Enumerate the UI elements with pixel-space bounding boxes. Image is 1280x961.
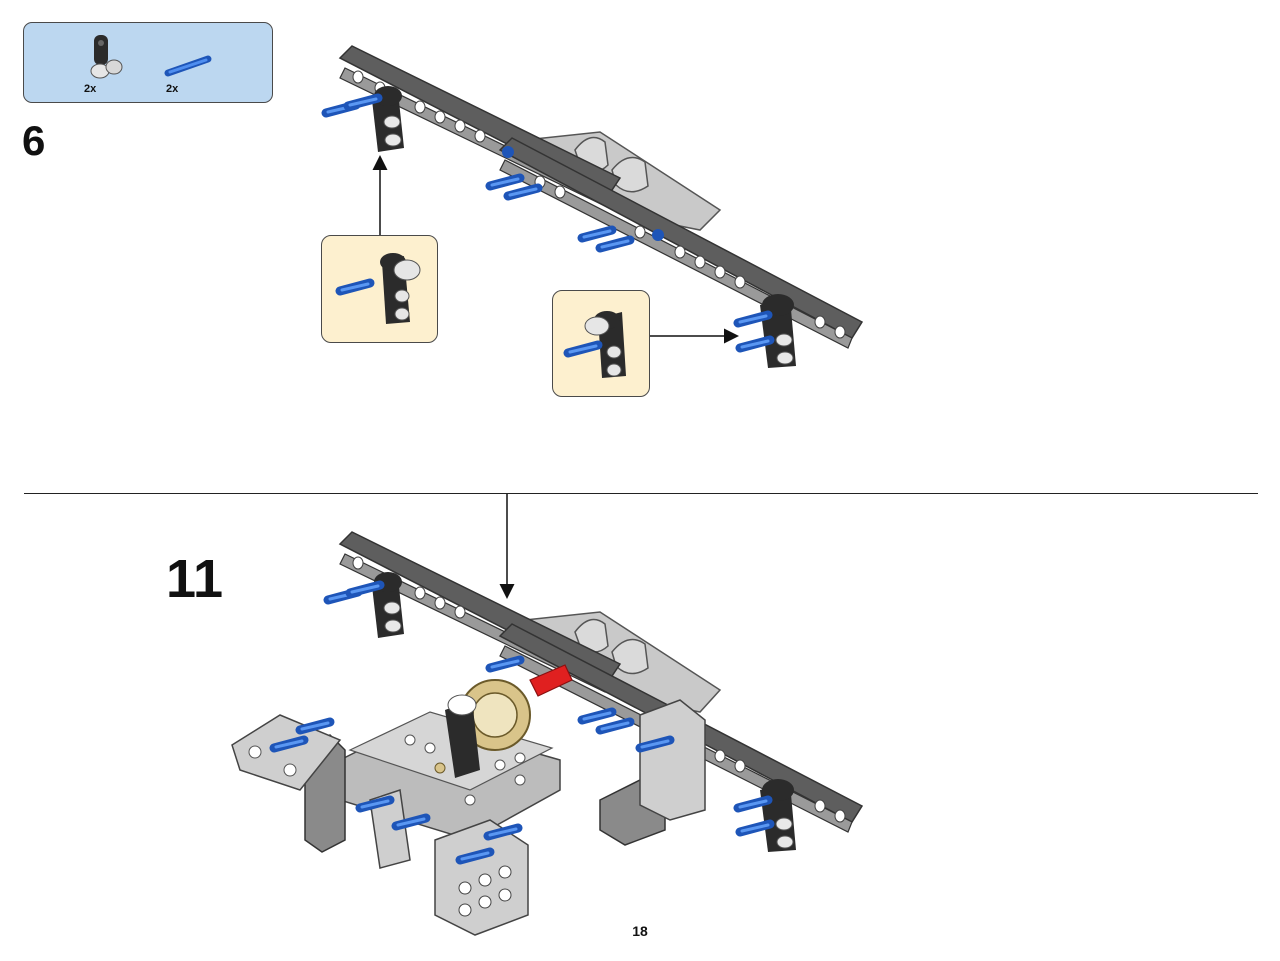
part-quantity-pin: 2x	[166, 83, 179, 95]
parts-list-illustration	[90, 35, 212, 79]
callout-left-part	[340, 253, 421, 324]
lower-assembly	[231, 531, 864, 936]
part-quantity-connector: 2x	[84, 83, 97, 95]
connector-upper-right	[738, 294, 796, 368]
page-number: 18	[632, 923, 648, 939]
step-divider-line	[24, 493, 1258, 494]
step-number-upper: 6	[22, 117, 46, 164]
left-arm	[231, 714, 342, 791]
blue-axle-pin-icon	[164, 55, 212, 77]
upper-assembly	[326, 45, 864, 368]
middle-pins-upper	[490, 146, 664, 248]
callout-right-part	[568, 311, 626, 378]
axle-pin-connector-icon	[90, 35, 123, 79]
step-number-lower: 11	[166, 549, 224, 609]
connector-upper-left	[326, 86, 404, 152]
parts-list-box: 2x 2x	[23, 22, 273, 103]
red-axle	[529, 664, 573, 697]
dark-beam-upper-2	[498, 137, 864, 339]
